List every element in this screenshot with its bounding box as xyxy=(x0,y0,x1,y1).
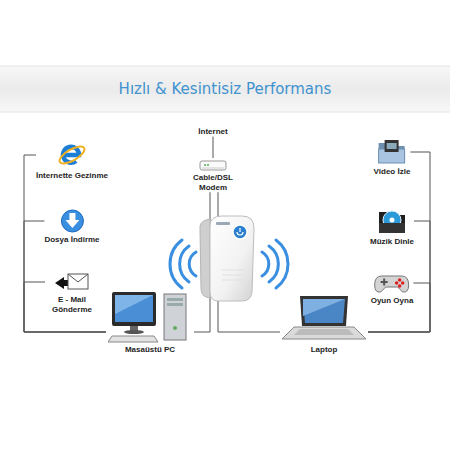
wps-symbol xyxy=(239,228,240,232)
node-label: Dosya İndirme xyxy=(44,235,99,245)
device-node: Cable/DSL Modem xyxy=(187,158,239,192)
node-label: Laptop xyxy=(280,345,368,355)
device-node: İnternette Gezinme xyxy=(36,140,108,181)
monitor-screen xyxy=(115,295,153,322)
device-node: E - Mail Gönderme xyxy=(45,270,99,314)
gamepad-button xyxy=(398,284,402,288)
connector-line xyxy=(24,155,106,332)
screen-glare xyxy=(115,295,153,314)
gamepad-button xyxy=(395,281,399,285)
modem-icon xyxy=(198,158,228,172)
video-icon xyxy=(376,138,408,166)
repeater-brand-mark xyxy=(216,222,230,225)
film-strip xyxy=(385,140,399,152)
laptop-screen xyxy=(303,299,345,323)
device-node: Video İzle xyxy=(374,138,411,177)
node-label: İnternet xyxy=(198,127,227,137)
wps-button xyxy=(233,225,247,239)
dl-icon xyxy=(58,208,86,234)
envelope-flap xyxy=(68,274,88,282)
device-node: Dosya İndirme xyxy=(44,208,99,245)
laptop-lid xyxy=(300,296,348,326)
connector-line xyxy=(213,137,214,158)
title-band xyxy=(0,66,450,112)
folder-front xyxy=(379,223,405,233)
pc-icon xyxy=(108,288,192,344)
connector-line xyxy=(24,221,106,332)
connector-line xyxy=(24,282,106,332)
laptop-icon xyxy=(282,292,366,344)
modem-edge xyxy=(202,168,224,169)
device-node: Laptop xyxy=(280,292,368,355)
gamepad-button xyxy=(398,278,402,282)
browser-logo-ring xyxy=(57,143,87,167)
node-label: Masaüstü PC xyxy=(106,345,194,355)
band-edge xyxy=(0,66,450,67)
gamepad-button xyxy=(401,281,405,285)
drive-slot xyxy=(167,298,183,301)
envelope xyxy=(68,274,88,289)
laptop-keys xyxy=(294,329,354,335)
wifi-wave xyxy=(189,252,196,276)
node-label: Cable/DSL Modem xyxy=(187,173,239,192)
diagram-title: Hızlı & Kesintisiz Performans xyxy=(0,80,450,98)
repeater-body xyxy=(210,216,254,301)
repeater-vent xyxy=(222,275,244,276)
monitor-base xyxy=(124,330,144,334)
gamepad-dpad xyxy=(384,279,386,286)
connector-line xyxy=(368,221,430,332)
folder-back xyxy=(379,212,405,233)
gamepad-body xyxy=(375,276,409,292)
screen-glare xyxy=(303,299,345,316)
node-label: İnternette Gezinme xyxy=(36,171,108,181)
node-label: E - Mail Gönderme xyxy=(45,295,99,314)
connector-line xyxy=(218,192,280,332)
folder-back xyxy=(379,143,405,163)
download-arrow xyxy=(65,213,79,228)
wifi-wave xyxy=(269,246,278,282)
laptop-base xyxy=(282,327,366,339)
wifi-wave xyxy=(170,240,182,288)
device-node: Oyun Oyna xyxy=(371,271,414,306)
wps-symbol xyxy=(237,232,243,235)
drive-slot xyxy=(167,303,183,306)
repeater-vent xyxy=(222,270,244,271)
modem-light xyxy=(207,164,209,166)
disc-hole xyxy=(389,218,394,223)
mail-arrow xyxy=(55,277,69,289)
wifi-wave xyxy=(180,246,189,282)
node-label: Müzik Dinle xyxy=(370,237,414,247)
film-frame xyxy=(387,143,397,149)
connector-line xyxy=(368,152,430,332)
modem-body xyxy=(200,161,226,170)
node-label: Video İzle xyxy=(374,167,411,177)
connector-line xyxy=(194,192,210,332)
label-node: İnternet xyxy=(198,126,227,137)
wifi-wave xyxy=(276,240,288,288)
modem-light xyxy=(204,164,206,166)
device-node: Masaüstü PC xyxy=(106,288,194,355)
music-icon xyxy=(376,206,408,236)
device-node: Müzik Dinle xyxy=(370,206,414,247)
monitor xyxy=(112,292,156,326)
repeater-side xyxy=(200,219,210,298)
keyboard xyxy=(108,336,158,342)
repeater-vent xyxy=(222,280,244,281)
node-label: Oyun Oyna xyxy=(371,296,414,306)
mail-icon xyxy=(54,270,90,294)
power-button xyxy=(173,326,177,330)
ie-icon xyxy=(56,140,88,170)
download-circle xyxy=(61,210,83,232)
pad-icon xyxy=(374,271,410,295)
wifi-wave xyxy=(262,252,269,276)
band-edge xyxy=(0,112,450,113)
pc-tower xyxy=(164,294,186,340)
